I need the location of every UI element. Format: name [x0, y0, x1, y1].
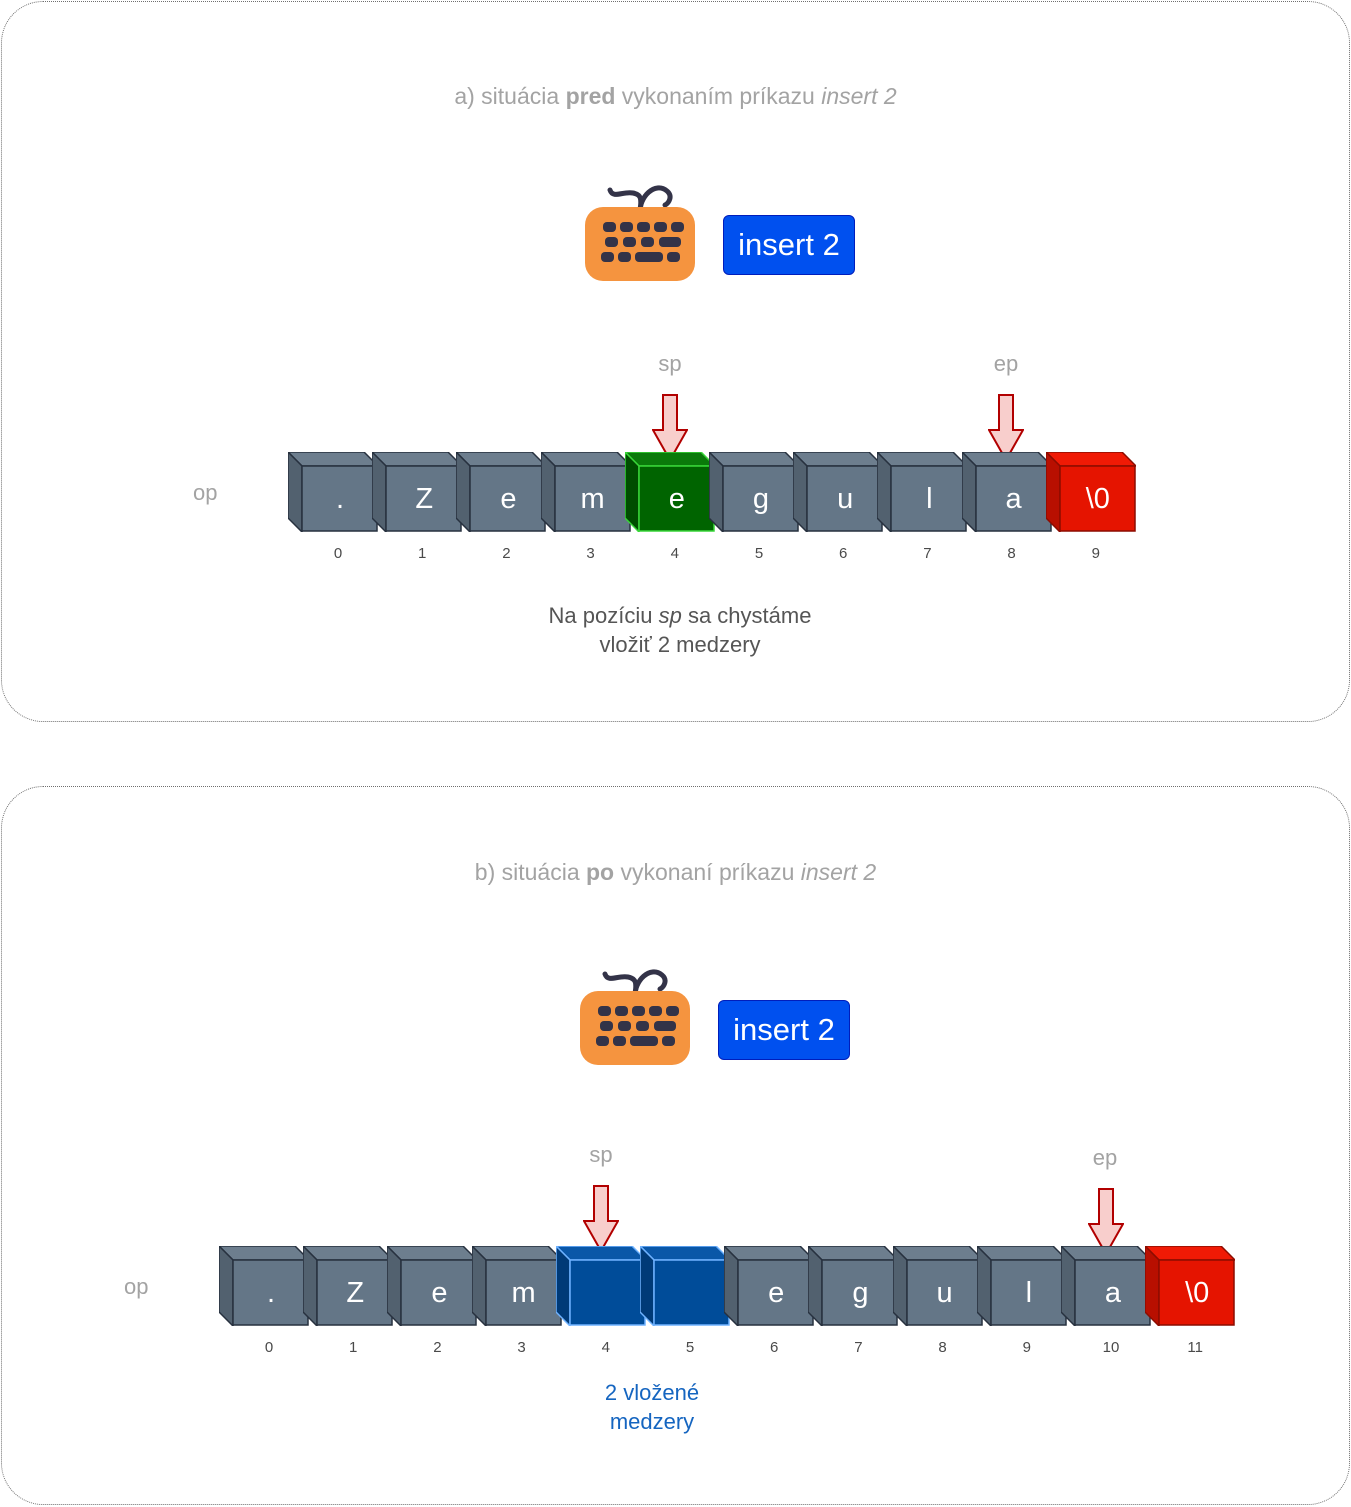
cell-index: 1 [418, 545, 427, 562]
array-cell: e [387, 1246, 478, 1326]
cell-char: \0 [1085, 483, 1110, 515]
array-cell: \0 [1045, 452, 1136, 532]
cell-index: 4 [601, 1339, 610, 1356]
cell-char [654, 1260, 730, 1326]
note-after: 2 vložené medzery [604, 1380, 700, 1434]
array-cell: g [709, 452, 799, 532]
cell-char [570, 1260, 646, 1326]
ep-label: ep [993, 351, 1019, 376]
ep-label: ep [1092, 1145, 1118, 1170]
cell-index: 3 [517, 1339, 526, 1356]
sp-down-arrow-icon [651, 394, 689, 463]
cell-index: 7 [923, 545, 932, 562]
array-cell: m [540, 452, 631, 532]
ep-down-arrow-icon [1087, 1188, 1125, 1257]
cell-index: 0 [264, 1339, 274, 1356]
array-cell: e [624, 452, 715, 532]
array-cell: g [808, 1246, 899, 1326]
cell-index: 10 [1102, 1339, 1120, 1356]
cell-char: e [668, 483, 685, 515]
keyboard-icon [583, 183, 697, 283]
cell-index: 5 [754, 545, 764, 562]
cell-index: 9 [1022, 1339, 1031, 1356]
array-cell: e [456, 452, 547, 532]
array-cell: e [724, 1246, 815, 1326]
cell-char: Z [346, 1277, 365, 1309]
cell-char: \0 [1185, 1277, 1210, 1309]
cell-index: 3 [586, 545, 595, 562]
cell-char: e [768, 1277, 785, 1309]
array-cell: . [288, 452, 378, 532]
sp-label: sp [658, 351, 682, 376]
cell-char: g [852, 1277, 869, 1309]
array-cell: . [219, 1246, 309, 1326]
panel-a-title: a) situácia pred vykonaním príkazu inser… [454, 83, 897, 109]
keyboard-icon [578, 967, 692, 1067]
array-cell: u [793, 452, 884, 532]
ep-down-arrow-icon [987, 394, 1025, 463]
array-cell: l [877, 452, 968, 532]
panel-b-title: b) situácia po vykonaní príkazu insert 2 [474, 859, 877, 885]
cell-index: 6 [770, 1339, 779, 1356]
cell-index: 7 [854, 1339, 863, 1356]
panel-before: a) situácia pred vykonaním príkazu inser… [1, 1, 1350, 722]
cell-char: e [431, 1277, 448, 1309]
array-cell: l [976, 1246, 1067, 1326]
array-cell: \0 [1145, 1246, 1236, 1326]
cell-char: u [936, 1277, 953, 1309]
array-cell [555, 1246, 646, 1326]
cell-char: l [1025, 1277, 1033, 1309]
array-cell: u [892, 1246, 983, 1326]
cell-index: 1 [349, 1339, 358, 1356]
cell-char: l [926, 483, 933, 515]
cell-index: 8 [938, 1339, 947, 1356]
array-cell: a [1061, 1246, 1151, 1326]
cell-index: 4 [670, 545, 679, 562]
cell-char: . [266, 1277, 276, 1309]
cell-char: a [1104, 1277, 1122, 1309]
cell-index: 2 [502, 545, 511, 562]
sp-label: sp [589, 1142, 613, 1167]
cell-char: Z [415, 483, 434, 515]
cell-index: 8 [1007, 545, 1016, 562]
array-cell: Z [372, 452, 463, 532]
array-cell [640, 1246, 730, 1326]
insert-command-box: insert 2 [723, 215, 855, 275]
cell-index: 9 [1091, 545, 1100, 562]
op-label: op [193, 480, 218, 505]
cell-index: 2 [433, 1339, 442, 1356]
op-label: op [124, 1274, 149, 1299]
cell-char: . [335, 483, 345, 515]
cell-char: a [1005, 483, 1022, 515]
cell-index: 5 [685, 1339, 695, 1356]
cell-char: m [511, 1277, 536, 1309]
cell-index: 11 [1187, 1339, 1203, 1356]
cell-index: 0 [333, 545, 343, 562]
array-cell: m [471, 1246, 562, 1326]
panel-after: b) situácia po vykonaní príkazu insert 2… [1, 786, 1350, 1505]
sp-down-arrow-icon [582, 1185, 620, 1254]
note-before: Na pozíciu sp sa chystáme vložiť 2 medze… [548, 603, 812, 657]
cell-char: g [752, 483, 770, 515]
cell-char: e [500, 483, 517, 515]
cell-index: 6 [839, 545, 848, 562]
array-cell: a [961, 452, 1052, 532]
cell-char: u [837, 483, 854, 515]
insert-command-box: insert 2 [718, 1000, 850, 1060]
cell-char: m [580, 483, 605, 515]
array-cell: Z [303, 1246, 394, 1326]
